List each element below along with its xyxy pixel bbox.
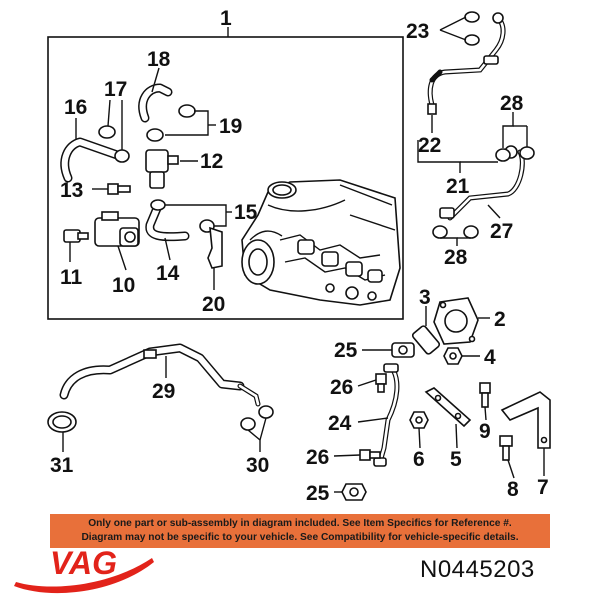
callout-10: 10	[112, 274, 135, 297]
washer-23	[464, 11, 480, 46]
callout-12: 12	[200, 150, 223, 173]
hose-16	[60, 137, 125, 183]
callout-31: 31	[50, 454, 74, 477]
callout-9: 9	[479, 420, 491, 443]
callout-25-lower: 25	[306, 482, 330, 505]
bracket-20	[207, 226, 223, 269]
callout-22: 22	[418, 134, 441, 157]
callout-14: 14	[156, 262, 180, 285]
callout-5: 5	[450, 448, 462, 471]
callout-2: 2	[494, 308, 506, 331]
callout-24: 24	[328, 412, 352, 435]
callout-26-lower: 26	[306, 446, 329, 469]
pipe-24	[373, 363, 400, 467]
gasket-25-upper	[391, 342, 415, 358]
pipe-3	[411, 325, 441, 355]
disclaimer-line-1: Only one part or sub-assembly in diagram…	[88, 518, 512, 529]
callout-13: 13	[60, 179, 83, 202]
callout-28-bottom: 28	[444, 246, 468, 269]
part-number: N0445203	[420, 556, 535, 583]
brand-name: VAG	[50, 545, 117, 581]
bolt-26-upper	[375, 373, 387, 393]
callout-17: 17	[104, 78, 127, 101]
bolt-26-lower	[359, 449, 381, 461]
hose-18	[138, 83, 173, 123]
clamp-31	[47, 411, 77, 433]
callout-8: 8	[507, 478, 519, 501]
callout-25-upper: 25	[334, 339, 358, 362]
actuator-10	[94, 211, 140, 247]
callout-23: 23	[406, 20, 429, 43]
disclaimer-banner: Only one part or sub-assembly in diagram…	[50, 514, 550, 548]
callout-19: 19	[219, 115, 242, 138]
callout-20: 20	[202, 293, 225, 316]
callout-30: 30	[246, 454, 269, 477]
bolt-9	[479, 382, 491, 408]
callout-26-upper: 26	[330, 376, 353, 399]
pipe-29	[59, 343, 261, 407]
callout-1: 1	[220, 7, 232, 30]
washer-28-bottom	[432, 225, 479, 239]
callout-16: 16	[64, 96, 87, 119]
nut-4	[443, 347, 463, 365]
callout-7: 7	[537, 476, 549, 499]
connector-11	[63, 229, 89, 243]
clamp-15	[150, 199, 215, 233]
oil-line-21	[427, 12, 506, 115]
hose-14	[145, 201, 190, 242]
gasket-2	[433, 297, 479, 345]
callout-labels: 1 2 3 4 5 6 7 8 9 10 11 12 13 14 15 16 1…	[50, 7, 549, 505]
disclaimer-line-2: Diagram may not be specific to your vehi…	[81, 532, 519, 543]
callout-21: 21	[446, 175, 470, 198]
callout-4: 4	[484, 346, 496, 369]
callout-15: 15	[234, 201, 258, 224]
gasket-25-lower	[341, 483, 367, 501]
brand-logo: VAG	[14, 545, 154, 594]
bolt-8	[499, 435, 513, 461]
callout-18: 18	[147, 48, 171, 71]
leader-lines	[62, 16, 545, 493]
assembly-box	[47, 36, 404, 320]
valve-12	[145, 149, 179, 189]
bracket-5	[424, 387, 472, 428]
washer-28-top	[495, 146, 535, 162]
nut-6	[409, 411, 429, 429]
washer-30	[240, 405, 274, 431]
callout-29: 29	[152, 380, 175, 403]
turbocharger-manifold	[241, 179, 401, 306]
bolt-13	[107, 183, 131, 195]
callout-3: 3	[419, 286, 431, 309]
callout-6: 6	[413, 448, 425, 471]
callout-27: 27	[490, 220, 513, 243]
callout-11: 11	[60, 266, 83, 289]
callout-28-top: 28	[500, 92, 524, 115]
